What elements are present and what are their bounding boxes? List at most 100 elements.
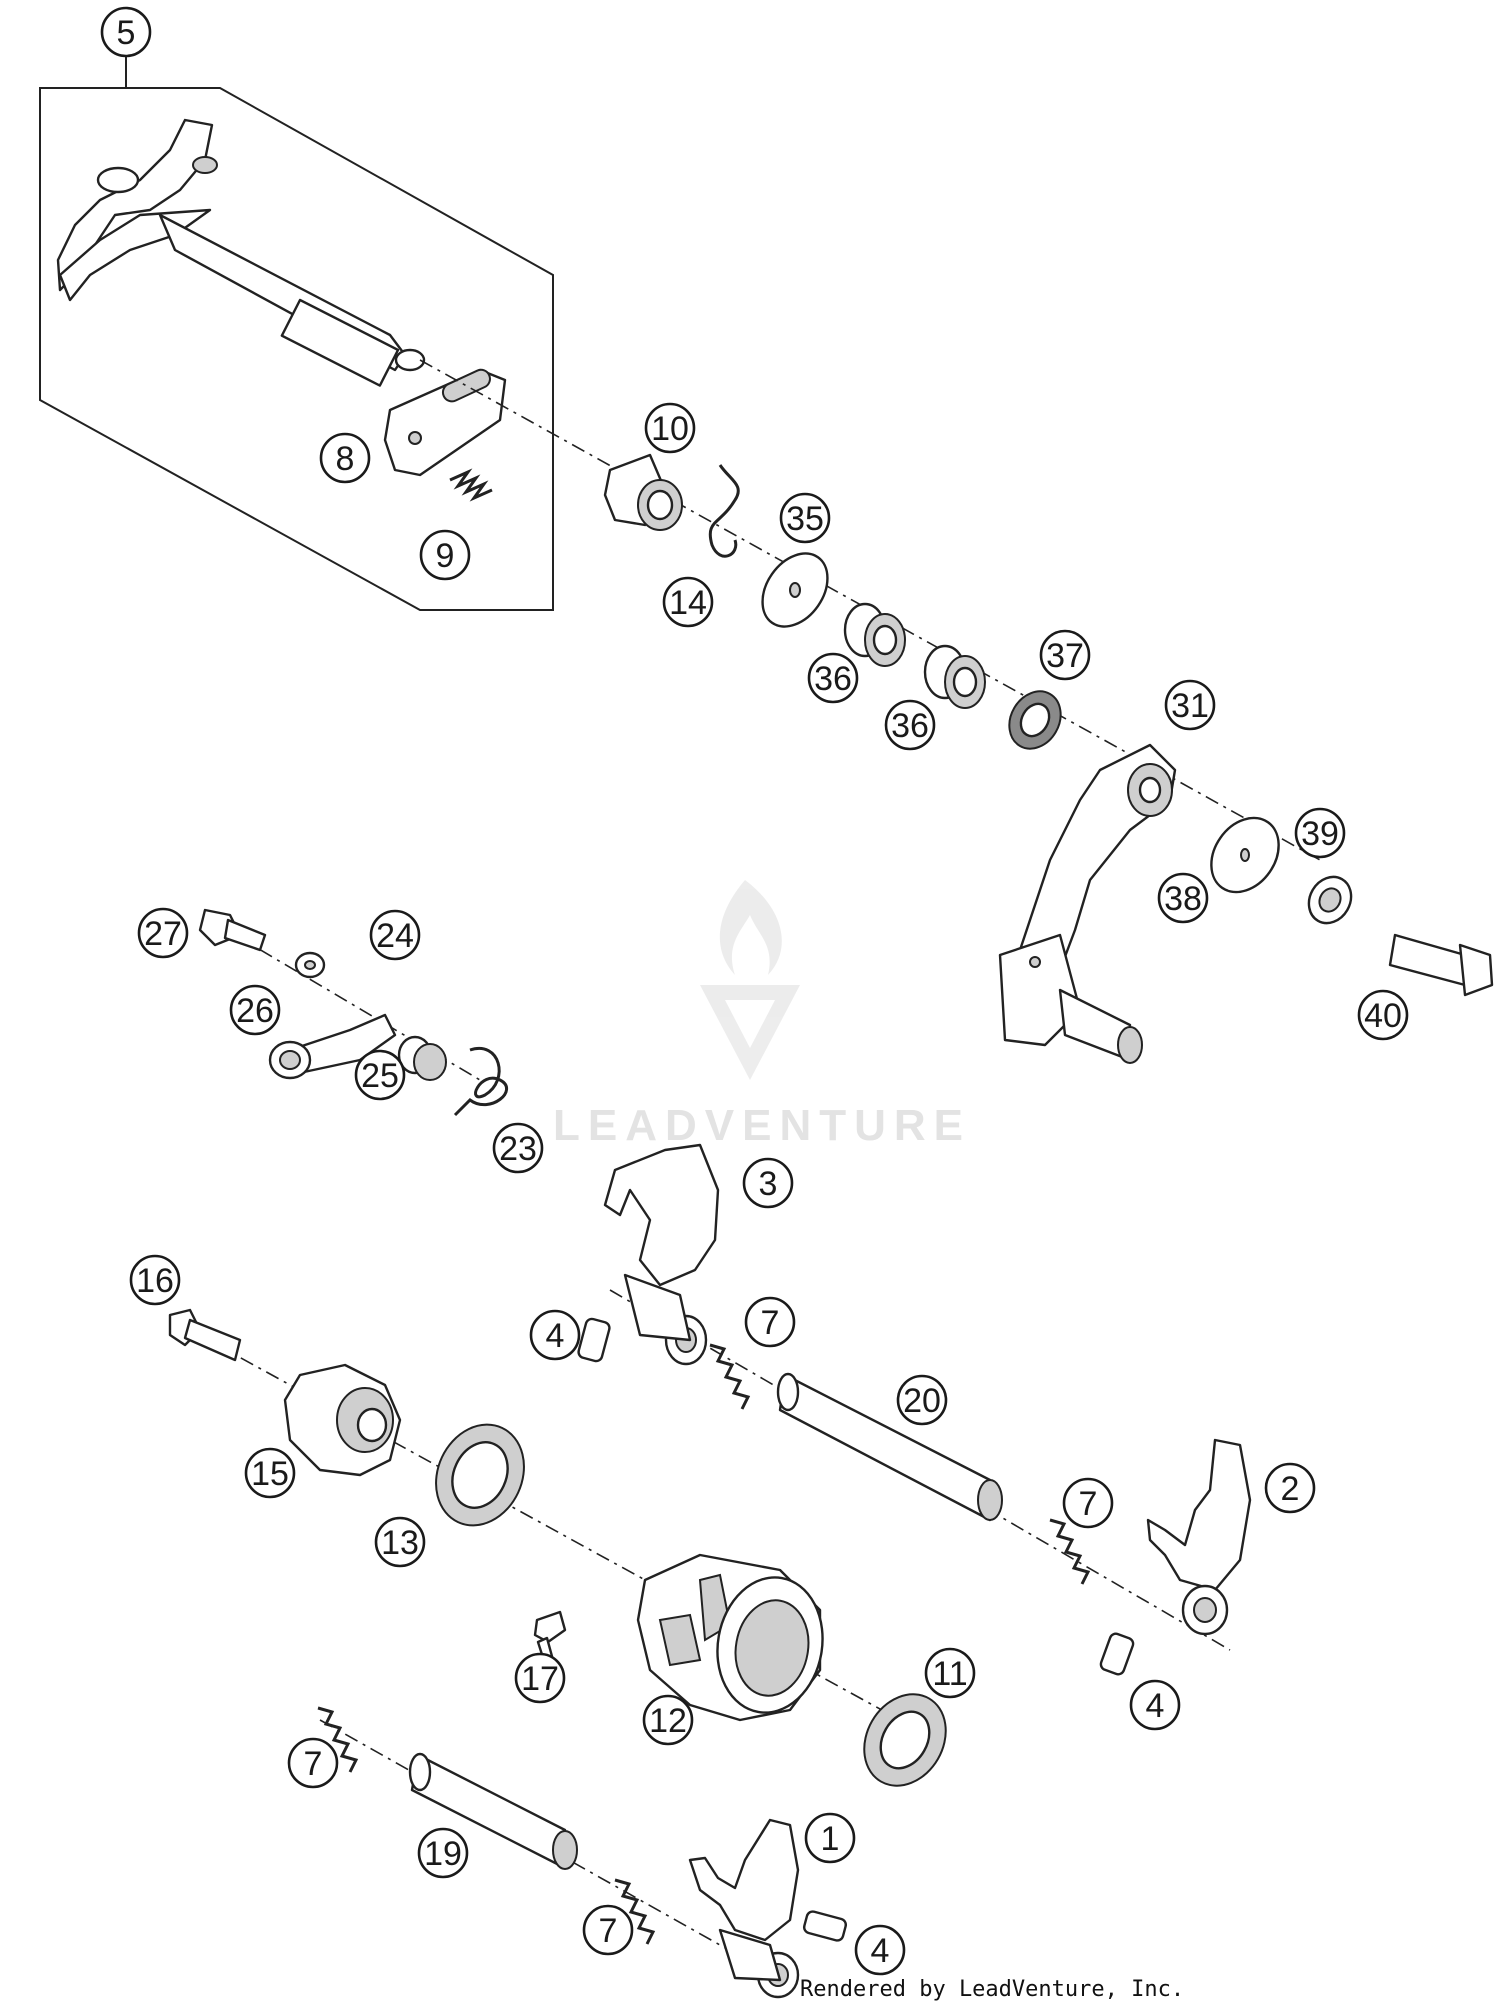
callout-number: 5 <box>117 14 136 52</box>
callout-circle <box>354 1049 406 1101</box>
spring-23 <box>453 1046 508 1117</box>
callout-26[interactable]: 26 <box>229 984 281 1036</box>
callout-circle <box>374 1516 426 1568</box>
shift-drum-cam-15 <box>283 1363 402 1477</box>
shift-fork-1 <box>688 1818 800 1999</box>
callout-19[interactable]: 19 <box>417 1827 469 1879</box>
callout-12[interactable]: 12 <box>642 1694 694 1746</box>
callout-4b[interactable]: 4 <box>1129 1679 1181 1731</box>
callout-37[interactable]: 37 <box>1039 629 1091 681</box>
callout-4a[interactable]: 4 <box>529 1309 581 1361</box>
callout-circle <box>742 1157 794 1209</box>
shift-lever-31 <box>998 743 1177 1064</box>
callout-circle <box>529 1309 581 1361</box>
callout-number: 10 <box>651 410 689 448</box>
callout-number: 24 <box>376 917 414 955</box>
callout-circle <box>514 1652 566 1704</box>
watermark-brand-text: LEADVENTURE <box>553 1101 971 1150</box>
callout-circle <box>1357 989 1409 1041</box>
callout-35[interactable]: 35 <box>779 492 831 544</box>
shift-rail-20 <box>776 1372 1003 1522</box>
callout-11[interactable]: 11 <box>924 1647 976 1699</box>
callout-circle <box>287 1737 339 1789</box>
callout-number: 4 <box>871 1932 890 1970</box>
washer-35 <box>761 552 829 628</box>
part-10-collar <box>603 453 683 531</box>
callout-number: 23 <box>499 1130 537 1168</box>
callout-circle <box>896 1374 948 1426</box>
callout-36a[interactable]: 36 <box>807 652 859 704</box>
callout-circle <box>319 432 371 484</box>
callout-7b[interactable]: 7 <box>1062 1477 1114 1529</box>
callout-circle <box>744 1296 796 1348</box>
callout-circle <box>1264 1462 1316 1514</box>
callout-circle <box>1129 1679 1181 1731</box>
callout-number: 7 <box>599 1912 618 1950</box>
callout-circle <box>492 1122 544 1174</box>
watermark: LEADVENTURE <box>553 880 971 1150</box>
pin-4b <box>1099 1632 1135 1676</box>
callout-circle <box>244 1447 296 1499</box>
callout-10[interactable]: 10 <box>644 402 696 454</box>
callout-number: 9 <box>436 537 455 575</box>
callout-36b[interactable]: 36 <box>884 699 936 751</box>
callout-13[interactable]: 13 <box>374 1516 426 1568</box>
callout-number: 3 <box>759 1165 778 1203</box>
render-credit: Rendered by LeadVenture, Inc. <box>800 1977 1185 2002</box>
callout-20[interactable]: 20 <box>896 1374 948 1426</box>
callout-number: 1 <box>821 1820 840 1858</box>
callout-31[interactable]: 31 <box>1164 679 1216 731</box>
callout-circle <box>100 6 152 58</box>
callout-3[interactable]: 3 <box>742 1157 794 1209</box>
callout-circle <box>642 1694 694 1746</box>
callout-7a[interactable]: 7 <box>744 1296 796 1348</box>
pin-4c <box>802 1910 848 1942</box>
callout-circle <box>417 1827 469 1879</box>
callout-circle <box>419 529 471 581</box>
callout-8[interactable]: 8 <box>319 432 371 484</box>
callout-2[interactable]: 2 <box>1264 1462 1316 1514</box>
callout-number: 13 <box>381 1524 419 1562</box>
callout-number: 35 <box>786 500 824 538</box>
callout-circle <box>1062 1477 1114 1529</box>
spring-9 <box>449 468 493 502</box>
callout-40[interactable]: 40 <box>1357 989 1409 1041</box>
callout-17[interactable]: 17 <box>514 1652 566 1704</box>
callout-25[interactable]: 25 <box>354 1049 406 1101</box>
callout-circle <box>1157 872 1209 924</box>
callout-24[interactable]: 24 <box>369 909 421 961</box>
callout-7c[interactable]: 7 <box>287 1737 339 1789</box>
callout-7d[interactable]: 7 <box>582 1904 634 1956</box>
callout-4c[interactable]: 4 <box>854 1924 906 1976</box>
callout-27[interactable]: 27 <box>137 907 189 959</box>
pin-4a <box>577 1317 611 1363</box>
callout-1[interactable]: 1 <box>804 1812 856 1864</box>
lock-washer-39 <box>1307 875 1353 925</box>
callout-number: 27 <box>144 915 182 953</box>
callout-39[interactable]: 39 <box>1294 807 1346 859</box>
callout-9[interactable]: 9 <box>419 529 471 581</box>
callout-23[interactable]: 23 <box>492 1122 544 1174</box>
callout-number: 20 <box>903 1382 941 1420</box>
bolt-40 <box>1388 933 1494 997</box>
callout-38[interactable]: 38 <box>1157 872 1209 924</box>
callout-number: 8 <box>336 440 355 478</box>
callout-number: 7 <box>304 1745 323 1783</box>
callout-5[interactable]: 5 <box>100 6 152 58</box>
roller-25 <box>397 1035 447 1081</box>
callout-number: 38 <box>1164 880 1202 918</box>
needle-bearing-36a <box>843 602 906 667</box>
callout-circle <box>129 1254 181 1306</box>
callout-16[interactable]: 16 <box>129 1254 181 1306</box>
callout-number: 15 <box>251 1455 289 1493</box>
bearing-13 <box>435 1423 525 1527</box>
bolt-16 <box>168 1308 242 1362</box>
callout-number: 36 <box>891 707 929 745</box>
seal-ring-37 <box>1008 690 1062 750</box>
callout-number: 7 <box>761 1304 780 1342</box>
spring-7b <box>1049 1518 1091 1585</box>
callout-14[interactable]: 14 <box>662 576 714 628</box>
callout-circle <box>804 1812 856 1864</box>
callout-15[interactable]: 15 <box>244 1447 296 1499</box>
